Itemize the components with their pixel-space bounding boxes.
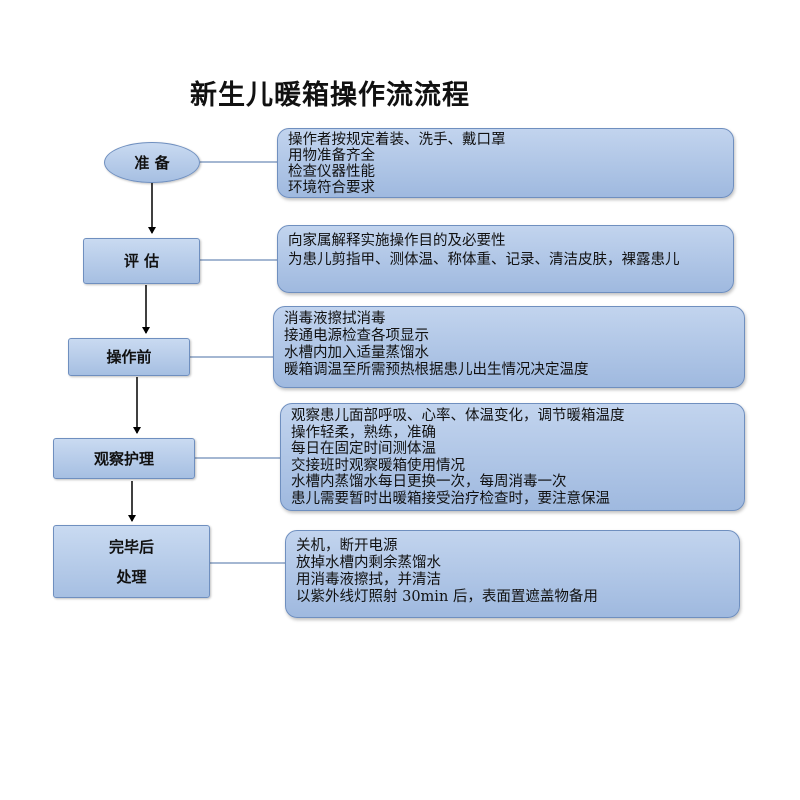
step-label: 完毕后 xyxy=(108,537,154,556)
note-line: 关机，断开电源 xyxy=(296,538,398,554)
note-line: 放掉水槽内剩余蒸馏水 xyxy=(296,555,441,571)
page-title: 新生儿暖箱操作流流程 xyxy=(190,80,470,111)
note-line: 用消毒液擦拭，并清洁 xyxy=(296,572,441,588)
step-pre-operation-notes: 消毒液擦拭消毒 接通电源检查各项显示 水槽内加入适量蒸馏水 暖箱调温至所需预热根… xyxy=(273,306,745,388)
step-prepare-notes: 操作者按规定着装、洗手、戴口罩 用物准备齐全 检查仪器性能 环境符合要求 xyxy=(277,128,734,198)
step-label: 处理 xyxy=(116,567,147,586)
note-line: 患儿需要暂时出暖箱接受治疗检查时，要注意保温 xyxy=(291,490,610,507)
step-observe-care: 观察护理 xyxy=(53,438,195,479)
note-line: 水槽内蒸馏水每日更换一次，每周消毒一次 xyxy=(291,474,567,490)
step-label: 观察护理 xyxy=(93,449,154,468)
step-label: 准 备 xyxy=(134,153,170,172)
note-line: 操作轻柔，熟练，准确 xyxy=(291,424,436,441)
note-line: 检查仪器性能 xyxy=(288,164,375,180)
step-assess: 评 估 xyxy=(83,238,200,284)
note-line: 消毒液擦拭消毒 xyxy=(284,311,386,327)
note-line: 每日在固定时间测体温 xyxy=(291,441,436,457)
note-line: 暖箱调温至所需预热根据患儿出生情况决定温度 xyxy=(284,362,589,378)
step-prepare: 准 备 xyxy=(104,142,200,183)
step-post-processing: 完毕后 处理 xyxy=(53,525,210,598)
note-line: 环境符合要求 xyxy=(288,180,375,196)
note-line: 为患儿剪指甲、测体温、称体重、记录、清洁皮肤，裸露患儿 xyxy=(288,252,680,268)
note-line: 观察患儿面部呼吸、心率、体温变化，调节暖箱温度 xyxy=(291,408,625,424)
note-line: 接通电源检查各项显示 xyxy=(284,328,429,344)
note-line: 向家属解释实施操作目的及必要性 xyxy=(288,233,506,249)
step-label: 评 估 xyxy=(123,252,160,270)
note-line: 用物准备齐全 xyxy=(288,148,375,164)
step-assess-notes: 向家属解释实施操作目的及必要性 为患儿剪指甲、测体温、称体重、记录、清洁皮肤，裸… xyxy=(277,225,734,293)
step-post-processing-notes: 关机，断开电源 放掉水槽内剩余蒸馏水 用消毒液擦拭，并清洁 以紫外线灯照射 30… xyxy=(285,530,740,618)
step-pre-operation: 操作前 xyxy=(68,338,190,376)
note-line: 操作者按规定着装、洗手、戴口罩 xyxy=(288,132,506,148)
note-line: 水槽内加入适量蒸馏水 xyxy=(284,345,429,361)
note-line: 以紫外线灯照射 30min 后，表面置遮盖物备用 xyxy=(296,589,598,605)
step-label: 操作前 xyxy=(106,348,152,366)
note-line: 交接班时观察暖箱使用情况 xyxy=(291,457,465,474)
step-observe-care-notes: 观察患儿面部呼吸、心率、体温变化，调节暖箱温度 操作轻柔，熟练，准确 每日在固定… xyxy=(280,403,745,511)
